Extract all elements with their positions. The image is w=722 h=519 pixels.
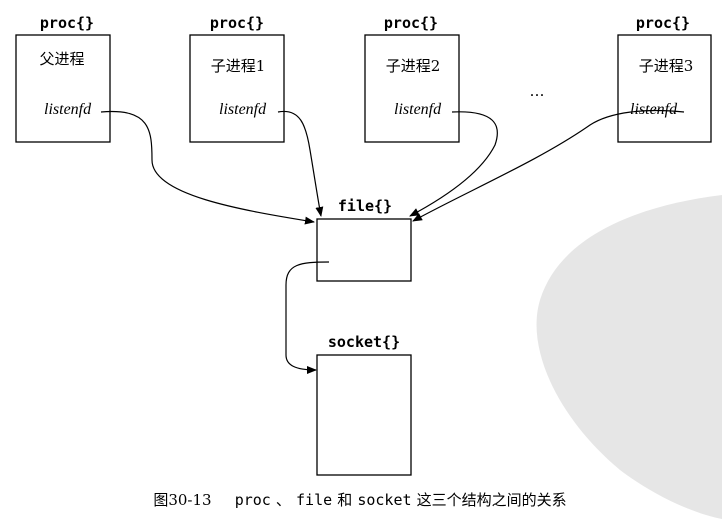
figure-caption: 图30-13 proc 、 file 和 socket 这三个结构之间的关系	[153, 490, 566, 509]
proc-name: 子进程1	[211, 57, 266, 75]
proc-struct-label: proc{}	[636, 14, 690, 32]
file-struct-label: file{}	[338, 197, 392, 215]
pointer-arrow-child3	[412, 109, 685, 222]
caption-term-proc: proc	[235, 491, 271, 509]
proc-box	[364, 34, 460, 143]
proc-struct-label: proc{}	[210, 14, 264, 32]
ellipsis: …	[530, 82, 545, 100]
proc-box	[617, 34, 712, 143]
pointer-arrow-child2	[409, 111, 498, 217]
caption-figure-number: 图30-13	[153, 491, 211, 509]
proc-name: 子进程2	[386, 57, 441, 75]
caption-and: 和	[337, 491, 352, 509]
socket-box	[316, 354, 412, 476]
proc-field-listenfd: listenfd	[630, 101, 678, 118]
file-box	[316, 218, 412, 282]
caption-term-file: file	[296, 491, 332, 509]
proc-box	[189, 34, 285, 143]
proc-struct-label: proc{}	[40, 14, 94, 32]
caption-punct: 、	[276, 491, 291, 509]
caption-description: 这三个结构之间的关系	[417, 491, 567, 509]
proc-box	[15, 34, 111, 143]
proc-field-listenfd: listenfd	[219, 101, 267, 118]
socket-struct-label: socket{}	[328, 333, 400, 351]
proc-field-listenfd: listenfd	[394, 101, 442, 118]
proc-field-listenfd: listenfd	[44, 101, 92, 118]
watermark-shape	[536, 195, 722, 519]
proc-name: 父进程	[39, 50, 84, 68]
pointer-arrow-child1	[277, 110, 324, 217]
pointer-arrow-parent	[100, 110, 315, 225]
pointer-arrow-file-to-socket	[285, 261, 330, 374]
proc-name: 子进程3	[639, 57, 694, 75]
proc-struct-label: proc{}	[384, 14, 438, 32]
caption-term-socket: socket	[357, 491, 411, 509]
